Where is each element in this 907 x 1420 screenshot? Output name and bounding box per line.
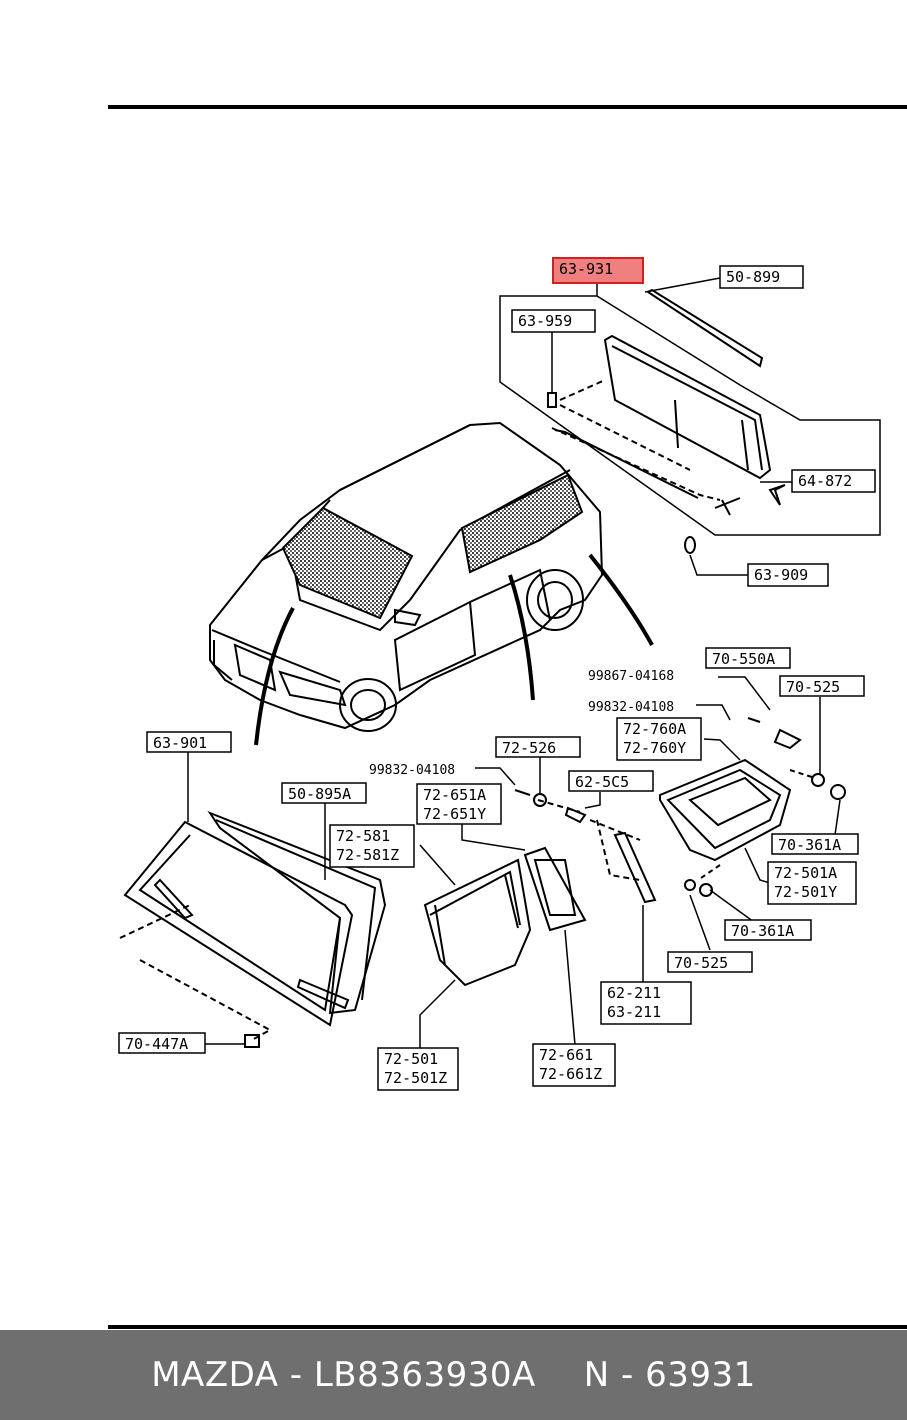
part-number-label: 72-501 (384, 1050, 438, 1068)
callout-box (600, 981, 692, 1025)
part-number-label: 70-361A (778, 836, 841, 854)
part-number-label: 72-661 (539, 1046, 593, 1064)
callout-box (771, 833, 859, 855)
callout-box (724, 919, 812, 941)
part-number-label: 72-526 (502, 739, 556, 757)
part-callout-63931: 63-931 (552, 257, 644, 284)
part-number-label: 72-651Y (423, 805, 486, 823)
part-number-label: 72-501A (774, 864, 837, 882)
part-callout-50895A: 50-895A (281, 782, 367, 804)
vehicle-illustration (209, 421, 604, 732)
part-callout-625C5: 62-5C5 (568, 770, 654, 792)
bottom-rule (108, 1325, 907, 1329)
callout-box (747, 563, 829, 587)
part-callout-70361Aa: 70-361A (771, 833, 859, 855)
part-number-label: 50-899 (726, 268, 780, 286)
part-callout-50899: 50-899 (719, 265, 804, 289)
part-number-label: 63-909 (754, 566, 808, 584)
part-number-label: 63-959 (518, 312, 572, 330)
part-callout-70525a: 70-525 (779, 675, 865, 697)
footer-brand-code: MAZDA - LB8363930A (151, 1355, 536, 1395)
part-number-label: 70-550A (712, 650, 775, 668)
top-rule (108, 105, 907, 109)
side-glass-assembly (423, 717, 846, 987)
part-callout-70550A: 70-550A (705, 647, 791, 669)
part-number-label: 72-581 (336, 827, 390, 845)
part-number-label: 63-901 (153, 734, 207, 752)
part-callout-64872: 64-872 (791, 469, 876, 493)
callout-box (667, 951, 753, 973)
footer-part-number: N - 63931 (583, 1355, 756, 1395)
callout-box (552, 257, 644, 284)
callout-box (377, 1047, 459, 1091)
windshield-assembly (119, 810, 387, 1048)
callout-box (511, 309, 596, 333)
callout-box (791, 469, 876, 493)
bolt-part-number: 99832-04108 (369, 763, 455, 778)
callout-box (495, 736, 581, 758)
side-window-glass (460, 473, 584, 574)
part-callout-63909: 63-909 (747, 563, 829, 587)
callout-box (416, 783, 502, 825)
callout-box (568, 770, 654, 792)
part-callout-70447A: 70-447A (118, 1032, 206, 1054)
windshield-glass (281, 506, 414, 620)
part-callout-70525b: 70-525 (667, 951, 753, 973)
part-number-label: 63-211 (607, 1003, 661, 1021)
part-number-label: 70-525 (786, 678, 840, 696)
plain-labels: 99867-04168 99832-04108 99832-04108 (369, 669, 674, 778)
bolt-part-number: 99867-04168 (588, 669, 674, 684)
part-number-label: 72-501Z (384, 1069, 447, 1087)
part-number-label: 64-872 (798, 472, 852, 490)
leader-lines (187, 676, 841, 1050)
footer-bar: MAZDA - LB8363930A N - 63931 (0, 1330, 907, 1420)
part-number-label: 72-661Z (539, 1065, 602, 1083)
part-callout-72526: 72-526 (495, 736, 581, 758)
callout-box (616, 717, 702, 761)
callout-box (281, 782, 367, 804)
group-bracket (499, 277, 881, 576)
part-number-label: 70-447A (125, 1035, 188, 1053)
callout-box (767, 861, 857, 905)
part-number-label: 50-895A (288, 785, 351, 803)
part-number-label: 62-211 (607, 984, 661, 1002)
part-number-label: 63-931 (559, 260, 613, 278)
part-number-label: 72-760A (623, 720, 686, 738)
part-number-label: 72-581Z (336, 846, 399, 864)
callout-box (329, 824, 415, 868)
callout-box (705, 647, 791, 669)
part-number-label: 70-361A (731, 922, 794, 940)
part-number-label: 62-5C5 (575, 773, 629, 791)
part-number-label: 72-501Y (774, 883, 837, 901)
part-number-label: 70-525 (674, 954, 728, 972)
part-callout-70361Ab: 70-361A (724, 919, 812, 941)
bolt-part-number: 99832-04108 (588, 700, 674, 715)
part-callout-63901: 63-901 (146, 731, 232, 753)
leader-arrows (254, 553, 654, 746)
callout-box (118, 1032, 206, 1054)
part-number-label: 72-651A (423, 786, 486, 804)
callout-box (532, 1043, 616, 1087)
part-number-label: 72-760Y (623, 739, 686, 757)
callout-box (719, 265, 804, 289)
part-labels: 63-931 50-899 63-959 64-872 63-909 70-550A 70-… (118, 257, 876, 1091)
part-callout-63959: 63-959 (511, 309, 596, 333)
callout-box (146, 731, 232, 753)
callout-box (779, 675, 865, 697)
